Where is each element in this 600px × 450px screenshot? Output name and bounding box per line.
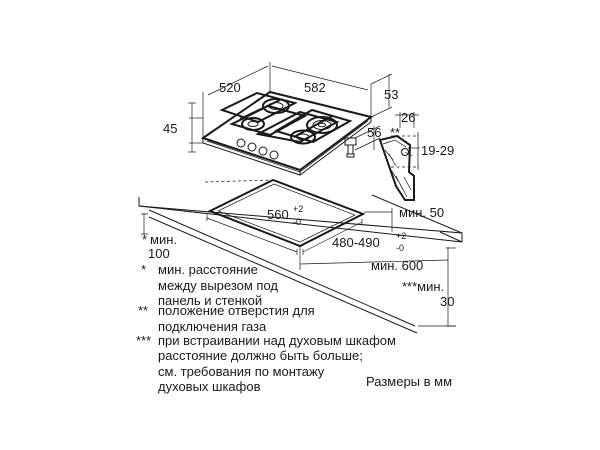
footnote-3: *** при встраивании над духовым шкафом р… bbox=[136, 333, 396, 394]
dim-min-wall-label: мин. bbox=[150, 232, 177, 247]
dim-gas-inlet-height: 56 bbox=[367, 125, 381, 140]
dim-min-wall-value: 100 bbox=[148, 246, 170, 261]
dim-min-front: мин. 50 bbox=[399, 205, 444, 220]
footnote-1: * мин. расстояние между вырезом под пане… bbox=[141, 262, 278, 308]
footnote-2: ** положение отверстия для подключения г… bbox=[138, 303, 315, 334]
worktop-section-detail bbox=[378, 112, 420, 201]
footnotes: * мин. расстояние между вырезом под пане… bbox=[136, 262, 452, 394]
dim-gas-inlet-marker: ** bbox=[390, 125, 400, 140]
dim-hob-width: 582 bbox=[304, 80, 326, 95]
dim-worktop-thickness: 19-29 bbox=[421, 143, 454, 158]
hob-dimension-lines bbox=[188, 62, 393, 153]
cutout-opening bbox=[139, 178, 366, 248]
units-note: Размеры в мм bbox=[366, 374, 452, 389]
footnote-1-line: между вырезом под bbox=[158, 278, 278, 293]
footnote-2-line: положение отверстия для bbox=[158, 303, 315, 318]
dim-min-wall-marker: * bbox=[142, 232, 147, 247]
dim-cutout-depth-minus: -0 bbox=[396, 243, 404, 253]
footnote-3-line: духовых шкафов bbox=[158, 379, 261, 394]
hob-drawing bbox=[188, 62, 393, 176]
dim-cutout-depth-plus: +2 bbox=[396, 231, 406, 241]
gas-connector bbox=[344, 137, 357, 158]
cutout-dimension-lines bbox=[141, 208, 456, 327]
footnote-1-line: мин. расстояние bbox=[158, 262, 258, 277]
burners bbox=[241, 98, 338, 145]
footnote-3-line: при встраивании над духовым шкафом bbox=[158, 333, 396, 348]
dim-hob-depth: 520 bbox=[219, 80, 241, 95]
footnote-3-line: см. требования по монтажу bbox=[158, 364, 325, 379]
dim-cutout-depth: 480-490 bbox=[332, 235, 380, 250]
dim-cutout-width-minus: -0 bbox=[293, 217, 301, 227]
dim-hob-height: 45 bbox=[163, 121, 177, 136]
worktop-drawing bbox=[138, 178, 463, 334]
dim-cable-offset: 53 bbox=[384, 87, 398, 102]
footnote-3-line: расстояние должно быть больше; bbox=[158, 348, 363, 363]
footnote-2-line: подключения газа bbox=[158, 319, 267, 334]
footnote-1-marker: * bbox=[141, 262, 146, 277]
footnote-3-marker: *** bbox=[136, 333, 151, 348]
dim-min-oven-label: ***мин. bbox=[402, 279, 444, 294]
dim-min-oven-value: 30 bbox=[440, 294, 454, 309]
dim-worktop-overhang: 26 bbox=[401, 110, 415, 125]
control-knobs bbox=[236, 138, 279, 160]
footnote-2-marker: ** bbox=[138, 303, 148, 318]
dim-cutout-width: 560 bbox=[267, 207, 289, 222]
dim-min-side: мин. 600 bbox=[371, 258, 423, 273]
dim-cutout-width-plus: +2 bbox=[293, 204, 303, 214]
footnote-1-line: панель и стенкой bbox=[158, 293, 262, 308]
dimension-labels: 520 582 53 45 56 ** 26 19-29 560 +2 -0 4… bbox=[142, 80, 454, 309]
